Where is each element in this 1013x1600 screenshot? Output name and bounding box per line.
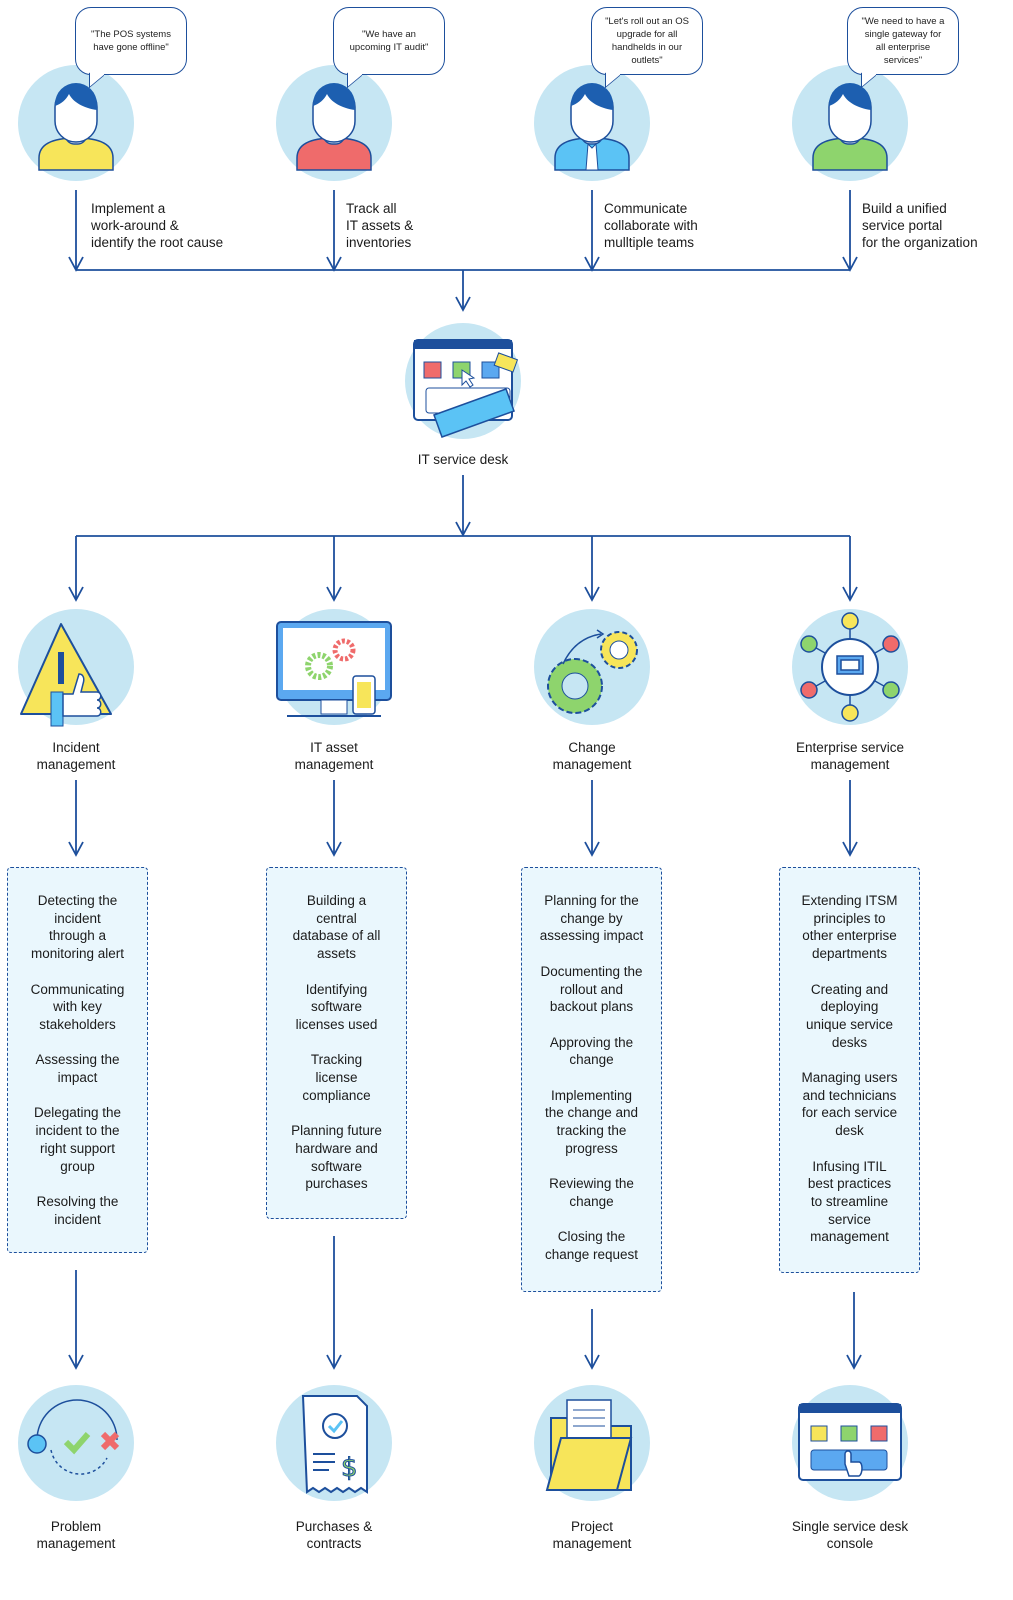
task-item: Managing users and technicians for each … xyxy=(801,1070,898,1139)
arrow-head xyxy=(68,1354,84,1370)
network-monitor-icon xyxy=(800,612,900,722)
task-item: Implementing the change and tracking the… xyxy=(544,1087,639,1156)
task-item: Identifying software licenses used xyxy=(295,981,378,1032)
persona-need: Communicate collaborate with mulltiple t… xyxy=(604,201,698,250)
arrow-head xyxy=(68,586,84,602)
task-item: Assessing the impact xyxy=(35,1052,120,1085)
arrow-head xyxy=(326,841,342,857)
service-desk-window-icon xyxy=(413,339,519,438)
arrow-head xyxy=(842,586,858,602)
folder-documents-icon xyxy=(545,1399,633,1491)
practice-label: Incident management xyxy=(36,740,116,772)
persona-need: Implement a work-around & identify the r… xyxy=(91,201,224,250)
task-item: Building a central database of all asset… xyxy=(292,893,381,962)
task-list: Detecting the incident through a monitor… xyxy=(7,867,148,1253)
task-item: Reviewing the change xyxy=(549,1176,634,1209)
person-icon xyxy=(812,83,888,171)
arrow-head xyxy=(584,841,600,857)
arrow-head xyxy=(584,586,600,602)
outcome-label: Single service desk console xyxy=(791,1519,909,1551)
arrow-head xyxy=(326,586,342,602)
task-list: Planning for the change by assessing imp… xyxy=(521,867,662,1292)
speech-bubble: "Let's roll out an OS upgrade for all ha… xyxy=(591,7,703,75)
arrow-head xyxy=(455,521,471,537)
outcome-label: Project management xyxy=(552,1519,632,1551)
monitor-gears-icon xyxy=(276,621,392,717)
task-item: Approving the change xyxy=(549,1034,634,1068)
task-item: Communicating with key stakeholders xyxy=(30,981,125,1032)
speech-bubble: "We have an upcoming IT audit" xyxy=(333,7,445,75)
practice-label: Change management xyxy=(552,740,632,772)
persona-need: Track all IT assets & inventories xyxy=(346,201,414,250)
outcome-label: Problem management xyxy=(36,1519,116,1551)
task-item: Extending ITSM principles to other enter… xyxy=(801,893,898,962)
hub-label: IT service desk xyxy=(417,452,509,467)
speech-bubble: "We need to have a single gateway for al… xyxy=(847,7,959,75)
practice-label: Enterprise service management xyxy=(795,740,905,772)
invoice-dollar-icon: $ xyxy=(301,1395,368,1494)
arrow-head xyxy=(455,296,471,312)
arrow-head xyxy=(326,1354,342,1370)
arrow-head xyxy=(584,1354,600,1370)
task-list: Extending ITSM principles to other enter… xyxy=(779,867,920,1273)
arrow-head xyxy=(842,841,858,857)
task-item: Resolving the incident xyxy=(36,1193,119,1227)
task-item: Closing the change request xyxy=(544,1229,639,1262)
task-item: Creating and deploying unique service de… xyxy=(805,981,894,1050)
console-window-icon xyxy=(798,1403,902,1481)
task-item: Detecting the incident through a monitor… xyxy=(30,893,125,962)
person-icon xyxy=(38,83,114,171)
task-item: Delegating the incident to the right sup… xyxy=(33,1105,122,1174)
task-item: Documenting the rollout and backout plan… xyxy=(540,963,643,1015)
outcome-label: Purchases & contracts xyxy=(295,1519,373,1551)
person-icon xyxy=(296,83,372,171)
task-item: Tracking license compliance xyxy=(302,1052,371,1103)
task-list: Building a central database of all asset… xyxy=(266,867,407,1219)
svg-text:$: $ xyxy=(341,1453,358,1483)
task-item: Infusing ITIL best practices to streamli… xyxy=(807,1158,892,1245)
persona-need: Build a unified service portal for the o… xyxy=(862,201,978,250)
task-item: Planning future hardware and software pu… xyxy=(291,1123,382,1192)
practice-label: IT asset management xyxy=(294,740,374,772)
warning-thumbs-up-icon xyxy=(20,623,112,727)
speech-bubble: "The POS systems have gone offline" xyxy=(75,7,187,75)
rotating-gears-icon xyxy=(547,629,638,714)
person-with-tie-icon xyxy=(554,83,630,171)
arrow-head xyxy=(846,1354,862,1370)
task-item: Planning for the change by assessing imp… xyxy=(539,893,644,944)
problem-resolution-icon xyxy=(27,1399,120,1475)
arrow-head xyxy=(68,841,84,857)
